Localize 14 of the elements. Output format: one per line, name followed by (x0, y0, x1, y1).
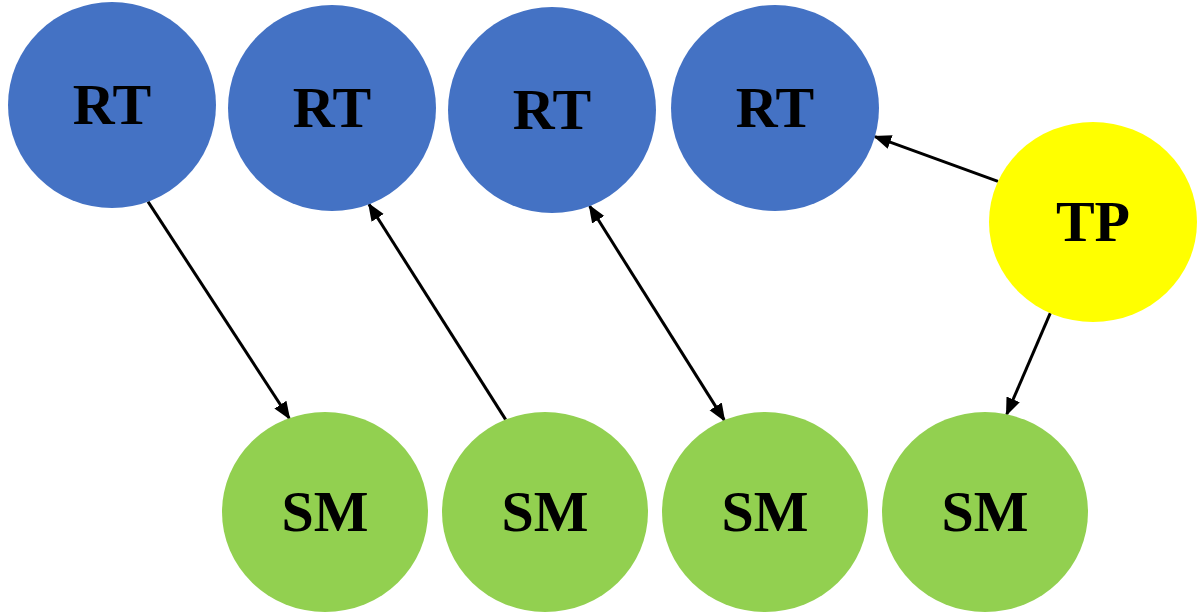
node-label: SM (721, 483, 809, 541)
node-label: RT (292, 79, 372, 137)
arrow (367, 202, 507, 421)
node-label: SM (501, 483, 589, 541)
arrow (588, 204, 726, 422)
node-label: SM (281, 483, 369, 541)
arrow (873, 135, 999, 183)
node-label: RT (735, 79, 815, 137)
arrow (146, 200, 291, 420)
node-label: SM (941, 483, 1029, 541)
node-label: RT (512, 81, 592, 139)
node-label: RT (72, 76, 152, 134)
arrow (1005, 312, 1052, 416)
node-label: TP (1055, 193, 1131, 251)
